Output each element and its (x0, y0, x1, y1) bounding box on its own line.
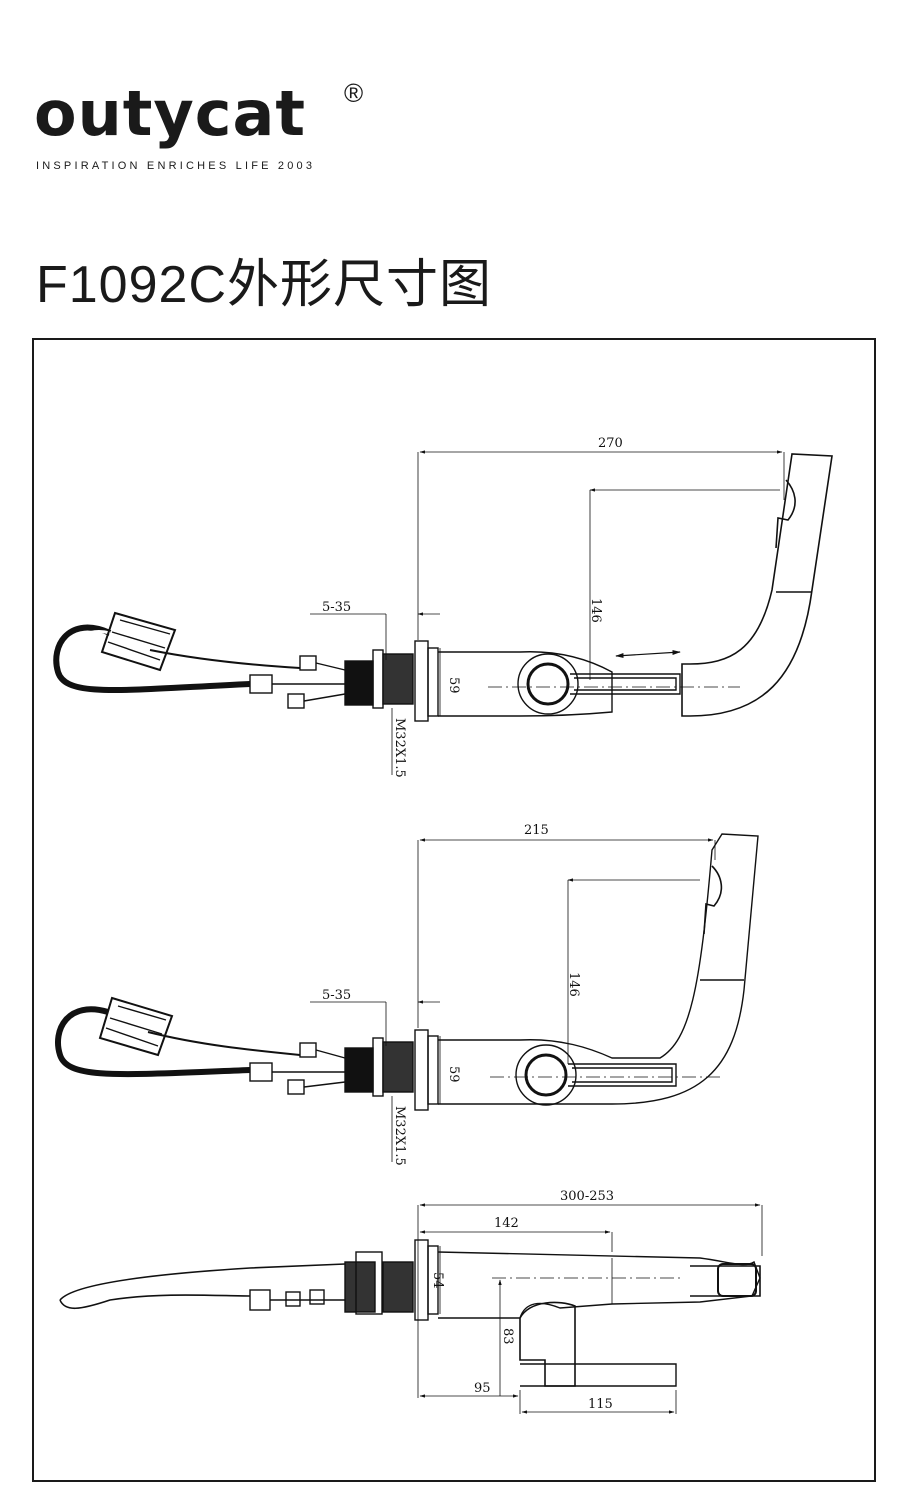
top-view (53, 450, 833, 775)
top-deck-label: 5-35 (322, 600, 351, 615)
bottom-base-label: 54 (430, 1272, 445, 1289)
top-base-label: 59 (446, 677, 461, 694)
bottom-handle-length-label: 115 (588, 1397, 613, 1412)
brand-tagline: INSPIRATION ENRICHES LIFE 2003 (36, 160, 316, 172)
bottom-handle-offset-label: 95 (474, 1381, 491, 1396)
middle-thread-label: M32X1.5 (392, 1106, 407, 1166)
bottom-handle-height-label: 83 (500, 1328, 515, 1345)
bottom-reach-range-label: 300-253 (560, 1189, 614, 1204)
brand-logo: outycat ® INSPIRATION ENRICHES LIFE 2003 (34, 72, 454, 182)
bottom-view (59, 1203, 763, 1414)
brand-name: outycat (34, 77, 307, 150)
middle-base-label: 59 (446, 1066, 461, 1083)
drawing-frame (32, 338, 876, 1482)
middle-length-label: 215 (524, 823, 549, 838)
middle-deck-label: 5-35 (322, 988, 351, 1003)
middle-height-label: 146 (566, 972, 581, 997)
page-title: F1092C外形尺寸图 (36, 256, 492, 314)
top-thread-label: M32X1.5 (392, 718, 407, 778)
top-length-label: 270 (598, 436, 623, 451)
registered-mark: ® (344, 78, 364, 108)
middle-view (55, 833, 759, 1162)
top-height-label: 146 (588, 598, 603, 623)
bottom-reach-label: 142 (494, 1216, 519, 1231)
